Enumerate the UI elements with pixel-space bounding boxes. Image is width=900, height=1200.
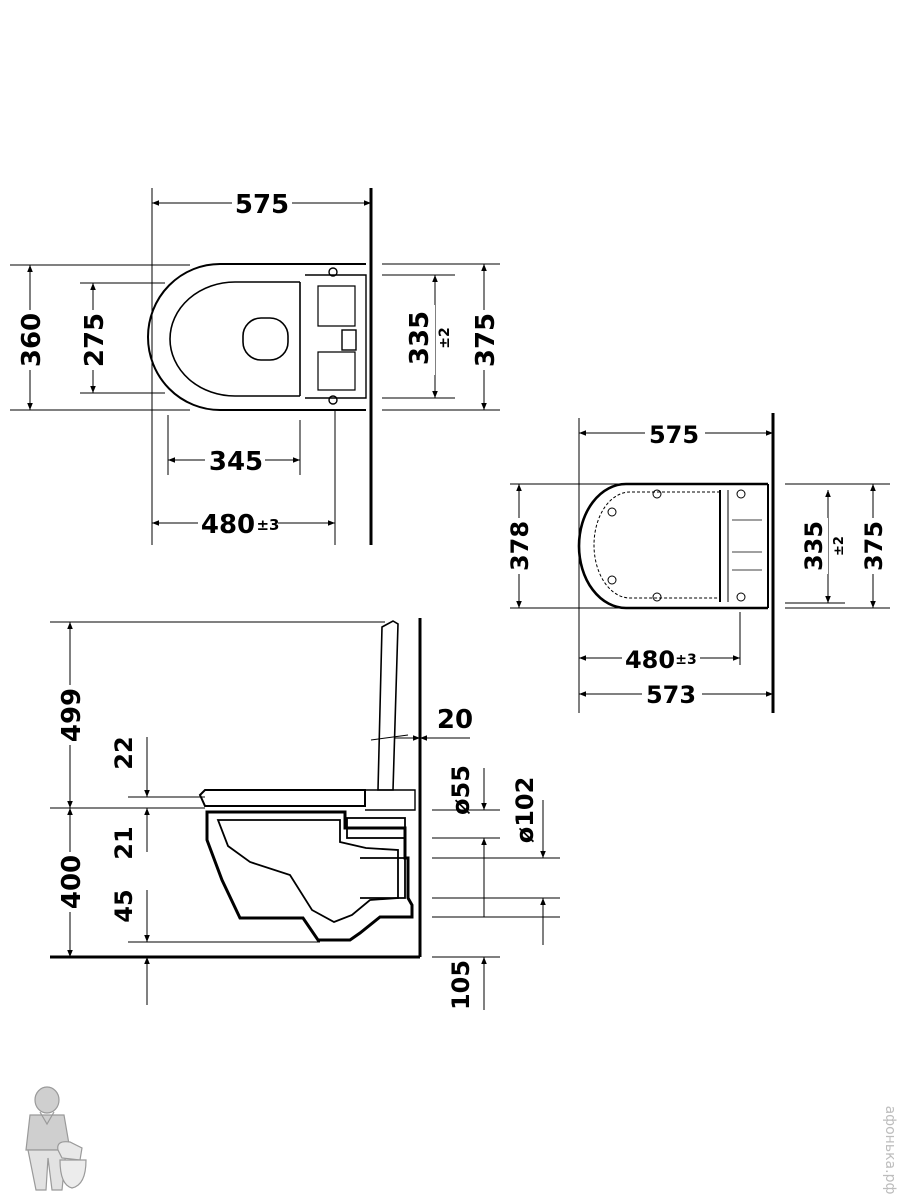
site-watermark: афонька.рф xyxy=(882,1106,898,1195)
dim-335-top1: 335 xyxy=(405,311,435,365)
dim-335-top2: 335 xyxy=(800,521,828,571)
top-view-small xyxy=(510,413,890,713)
plumber-logo xyxy=(25,1086,87,1191)
dim-22: 22 xyxy=(110,736,138,769)
dim-o55: ø55 xyxy=(447,765,475,815)
dim-375-top2: 375 xyxy=(860,521,888,571)
dim-573: 573 xyxy=(646,681,696,709)
dim-45: 45 xyxy=(110,889,138,922)
side-view-labels: 499 400 22 21 45 20 ø55 ø102 105 xyxy=(55,685,539,1010)
dim-480-top2: 480 xyxy=(625,646,675,674)
tol-335-top2: ±2 xyxy=(832,536,847,556)
side-view xyxy=(50,618,560,1010)
dim-345: 345 xyxy=(209,447,263,477)
dim-575-top1: 575 xyxy=(235,190,289,220)
dim-105: 105 xyxy=(447,960,475,1010)
dim-21: 21 xyxy=(110,826,138,859)
dim-20: 20 xyxy=(437,705,473,735)
tol-335-top1: ±2 xyxy=(437,327,453,348)
dim-480-top1: 480 xyxy=(201,510,255,540)
tol-480-top1: ±3 xyxy=(256,516,279,534)
top-view-small-labels: 575 378 480 ±3 573 335 ±2 375 xyxy=(505,419,888,709)
top-view-large-labels: 575 360 275 345 480 ±3 335 ±2 375 xyxy=(15,188,501,540)
dim-378: 378 xyxy=(506,521,534,571)
dim-o102: ø102 xyxy=(511,777,539,844)
dim-575-top2: 575 xyxy=(649,421,699,449)
dim-275: 275 xyxy=(80,313,110,367)
tol-480-top2: ±3 xyxy=(675,652,696,668)
dim-360: 360 xyxy=(17,313,47,367)
dim-400: 400 xyxy=(57,855,87,909)
dim-375-top1: 375 xyxy=(471,313,501,367)
dim-499: 499 xyxy=(57,688,87,742)
